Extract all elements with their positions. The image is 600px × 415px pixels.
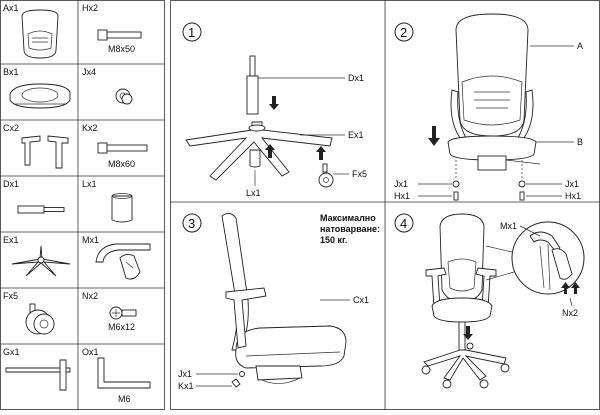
caster-wheel-icon bbox=[25, 303, 55, 335]
step-4-number: 4 bbox=[400, 216, 407, 231]
washer-icon bbox=[518, 180, 526, 188]
step-3-number: 3 bbox=[188, 216, 195, 231]
part-label-nx2: Nx2 bbox=[82, 291, 98, 301]
gas-lift-icon bbox=[17, 205, 65, 214]
arrow-up-icon bbox=[265, 144, 275, 158]
cylinder-cover-icon bbox=[249, 149, 261, 168]
bolt-icon bbox=[97, 29, 142, 41]
gas-lift-icon bbox=[246, 55, 259, 115]
part-label-ax1: Ax1 bbox=[3, 3, 19, 13]
part-label-dx1: Dx1 bbox=[3, 179, 19, 189]
part-label-jx4: Jx4 bbox=[82, 67, 96, 77]
step-2-panel: 2 A B Jx1 Jx1 Hx1 Hx1 bbox=[394, 13, 583, 201]
part-label-mx1: Mx1 bbox=[82, 235, 99, 245]
bolt-icon bbox=[519, 191, 525, 201]
part-label-bx1: Bx1 bbox=[3, 67, 19, 77]
step-1-label-ex1: Ex1 bbox=[348, 130, 364, 140]
part-spec-m6x12: M6x12 bbox=[108, 322, 135, 332]
washer-icon bbox=[115, 88, 133, 105]
max-load-note-line-2: натоварване: bbox=[320, 224, 380, 234]
step-1-label-fx5: Fx5 bbox=[352, 169, 367, 179]
backrest-icon bbox=[450, 13, 534, 139]
step-4-label-mx1: Mx1 bbox=[500, 221, 517, 231]
bolt-icon bbox=[453, 191, 459, 201]
chair-side-view bbox=[221, 213, 347, 384]
part-spec-m8x60: M8x60 bbox=[108, 159, 135, 169]
step-1-label-lx1: Lx1 bbox=[246, 188, 261, 198]
step-2-label-jx1-right: Jx1 bbox=[565, 179, 579, 189]
star-base-icon bbox=[11, 245, 71, 277]
assembled-chair bbox=[421, 213, 510, 389]
part-label-hx2: Hx2 bbox=[82, 3, 98, 13]
allen-key-icon bbox=[97, 357, 151, 389]
max-load-note-line-1: Максимално bbox=[320, 213, 376, 223]
seat-mechanism-icon bbox=[447, 135, 541, 171]
step-1-panel: 1 Dx1 Ex1 Lx1 Fx5 bbox=[182, 22, 367, 198]
bolt-icon bbox=[231, 378, 241, 388]
parts-list: Ax1 Hx2 M8x50 Bx1 Jx4 Cx2 bbox=[0, 0, 165, 410]
bolt-icon bbox=[97, 142, 148, 154]
step-2-label-jx1-left: Jx1 bbox=[394, 179, 408, 189]
lumbar-support-icon bbox=[95, 243, 151, 280]
washer-icon bbox=[239, 371, 245, 377]
cylinder-cover-icon bbox=[111, 193, 133, 223]
step-3-panel: 3 Максимално натоварване: 150 кг. Cx1 Jx… bbox=[178, 213, 380, 391]
lumbar-detail-zoom bbox=[485, 221, 585, 295]
arrow-down-icon bbox=[269, 96, 279, 110]
washer-icon bbox=[452, 180, 460, 188]
part-spec-m6: M6 bbox=[118, 394, 131, 404]
t-wrench-icon bbox=[5, 359, 71, 391]
part-label-ex1: Ex1 bbox=[3, 235, 19, 245]
arrow-down-icon bbox=[428, 126, 440, 146]
backrest-icon bbox=[21, 9, 59, 59]
arrow-up-icon bbox=[561, 282, 570, 294]
arrow-down-icon bbox=[463, 326, 473, 340]
step-2-number: 2 bbox=[400, 25, 407, 40]
step-1-label-dx1: Dx1 bbox=[348, 73, 364, 83]
part-label-gx1: Gx1 bbox=[3, 347, 20, 357]
part-label-lx1: Lx1 bbox=[82, 179, 97, 189]
arrow-up-icon bbox=[316, 146, 326, 160]
step-2-label-hx1-right: Hx1 bbox=[565, 191, 581, 201]
part-spec-m8x50: M8x50 bbox=[108, 44, 135, 54]
step-1-number: 1 bbox=[188, 25, 195, 40]
step-4-panel: 4 Mx1 Nx2 bbox=[394, 213, 585, 389]
star-base-icon bbox=[185, 121, 333, 181]
armrest-icon bbox=[21, 135, 69, 169]
step-4-label-nx2: Nx2 bbox=[562, 308, 578, 318]
step-3-label-cx1: Cx1 bbox=[353, 295, 369, 305]
part-label-ox1: Ox1 bbox=[82, 347, 99, 357]
arrow-up-icon bbox=[571, 282, 580, 294]
step-3-label-kx1: Kx1 bbox=[178, 381, 194, 391]
part-label-kx2: Kx2 bbox=[82, 123, 98, 133]
screw-icon bbox=[109, 306, 137, 320]
step-2-label-hx1-left: Hx1 bbox=[394, 191, 410, 201]
caster-wheel-icon bbox=[318, 163, 334, 188]
step-2-label-b: B bbox=[577, 137, 583, 147]
max-load-note-line-3: 150 кг. bbox=[320, 235, 347, 245]
step-3-label-jx1: Jx1 bbox=[178, 369, 192, 379]
part-label-fx5: Fx5 bbox=[3, 291, 18, 301]
seat-mechanism-icon bbox=[9, 83, 71, 109]
part-label-cx2: Cx2 bbox=[3, 123, 19, 133]
step-2-label-a: A bbox=[577, 41, 583, 51]
